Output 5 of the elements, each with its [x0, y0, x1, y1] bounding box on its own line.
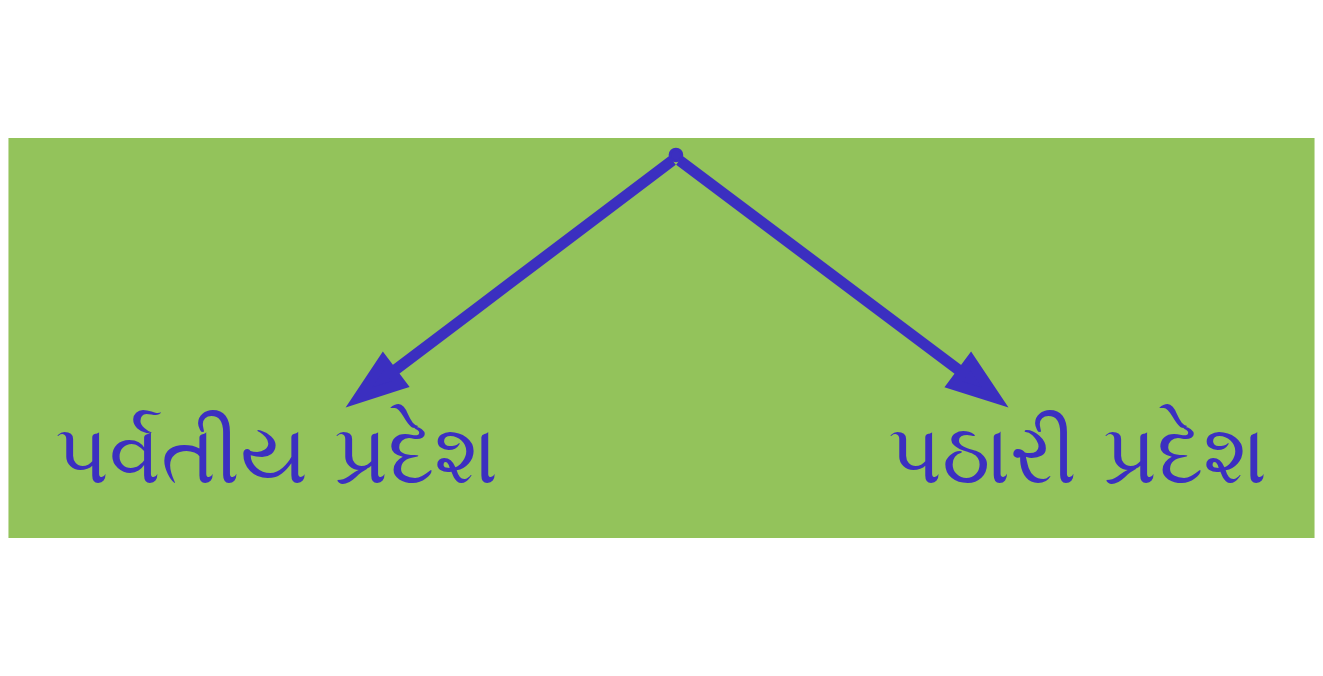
- arrow: [676, 155, 1009, 408]
- node-text: પર્વતીય પ્રદેશ: [55, 405, 499, 502]
- node-point: [668, 147, 684, 163]
- node-text: પઠારી પ્રદેશ: [888, 405, 1268, 502]
- arrow: [345, 155, 676, 408]
